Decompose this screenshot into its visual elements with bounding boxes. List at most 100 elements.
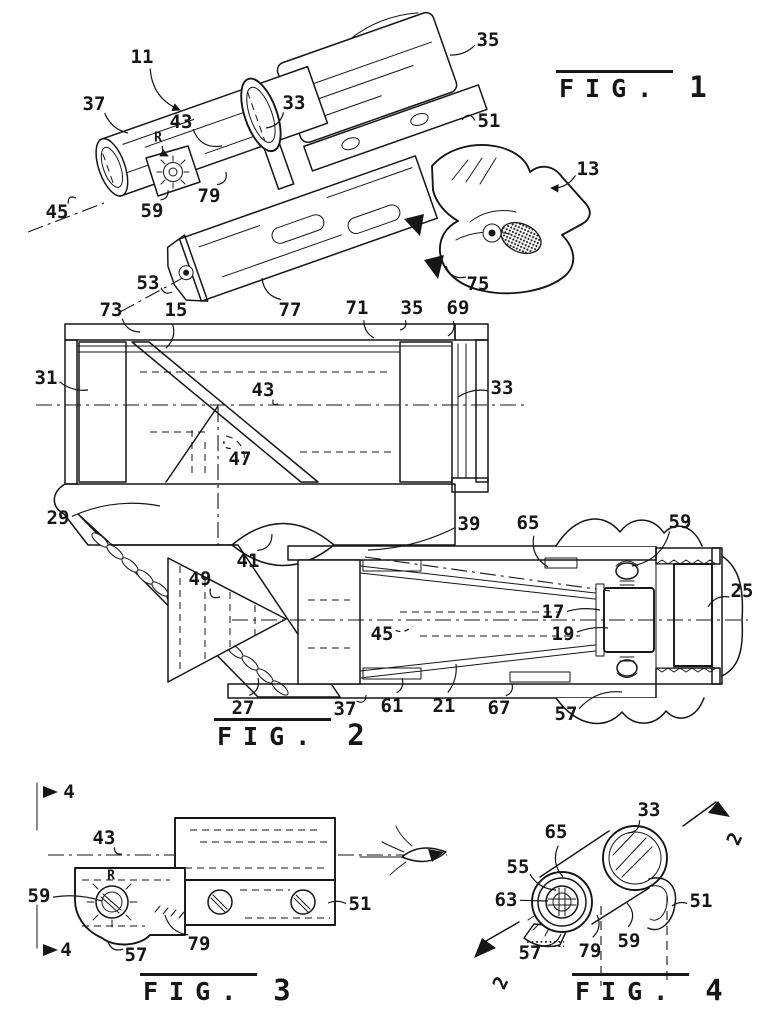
ref-label-fig3-4: 4 (60, 939, 71, 961)
ref-label-fig4-2: 2 (723, 829, 748, 849)
ref-label-fig4-57: 57 (519, 942, 542, 964)
leader-fig2-41 (257, 534, 272, 551)
leader-fig2-71 (364, 320, 374, 338)
elbow-49 (78, 514, 340, 697)
objective-circle-33 (603, 826, 667, 890)
hex-end-cap (160, 235, 208, 310)
ref-label-fig1-77: 77 (279, 299, 302, 321)
ref-label-fig1-43: 43 (170, 111, 193, 133)
section-arrow-2-top (708, 801, 730, 817)
upper-left-wall (65, 340, 77, 484)
slot-1 (270, 213, 326, 246)
ref-label-fig2-67: 67 (488, 697, 511, 719)
leader-fig1-R (162, 146, 168, 156)
fig3-upper-block (175, 818, 335, 880)
ref-label-fig4-65: 65 (545, 821, 568, 843)
ref-label-fig1-37: 37 (83, 93, 106, 115)
section-arrow-4-bottom (43, 944, 58, 956)
mirror-band-15 (132, 342, 318, 482)
angle-arc-47 (226, 436, 244, 462)
ref-label-fig2-27: 27 (232, 697, 255, 719)
upper-top-wall (65, 324, 455, 340)
ref-label-fig2-39: 39 (458, 513, 481, 535)
ref-label-fig1-33: 33 (283, 92, 306, 114)
leader-fig4-63 (520, 900, 548, 901)
fig3-caption-number: 3 (273, 973, 290, 1005)
ref-label-fig2-21: 21 (433, 695, 456, 717)
ref-label-fig1-53: 53 (137, 272, 160, 294)
ref-label-fig4-2: 2 (489, 973, 514, 993)
ref-label-fig2-19: 19 (552, 623, 575, 645)
leader-fig2-15 (166, 324, 174, 349)
leader-fig2-21 (448, 664, 456, 693)
prism-49 (168, 558, 286, 682)
fig4-caption: FIG. 4 (572, 973, 723, 1005)
fig1-caption-word: FIG. (556, 70, 673, 101)
eyepiece-ring (532, 872, 592, 932)
leader-fig2-39 (368, 528, 455, 551)
block-25 (674, 564, 712, 666)
leader-fig2-29 (72, 503, 160, 516)
ref-label-fig1-79: 79 (198, 185, 221, 207)
fig1-artwork (28, 0, 590, 321)
scope-front-tube (100, 67, 327, 197)
axis-45 (28, 203, 104, 232)
leader-fig2-73 (122, 319, 140, 333)
leader-fig2-47 (224, 441, 231, 449)
spring-strip-61-top (363, 560, 421, 571)
ref-label-fig4-55: 55 (507, 856, 530, 878)
fig3-artwork (37, 783, 447, 956)
leader-fig4-79 (593, 915, 599, 937)
leader-fig4-65 (555, 846, 563, 877)
leader-fig4-57 (542, 934, 561, 946)
ref-label-fig2-15: 15 (165, 299, 188, 321)
spring-strip-61-bottom (363, 668, 421, 679)
ref-label-fig1-11: 11 (131, 46, 154, 68)
lens-41 (232, 524, 334, 566)
ref-label-fig2-43: 43 (252, 379, 275, 401)
fig1-caption: FIG. 1 (556, 70, 707, 102)
leader-fig2-65 (533, 536, 548, 567)
ref-label-fig1-R: R (154, 131, 162, 146)
ref-label-fig1-75: 75 (467, 273, 490, 295)
ref-label-fig4-33: 33 (638, 799, 661, 821)
block-35 (400, 342, 452, 482)
fig3-screw-59 (96, 886, 128, 918)
screw-59 (616, 563, 638, 579)
housing-top-line (540, 831, 609, 877)
flange-29 (54, 484, 455, 545)
leader-fig3-59 (53, 896, 102, 901)
screw-57 (617, 660, 637, 676)
ref-label-fig3-59: 59 (28, 885, 51, 907)
leader-fig1-43 (193, 129, 222, 146)
leader-fig1-33 (266, 112, 284, 128)
fig4-caption-word: FIG. (572, 973, 689, 1004)
ref-label-fig2-57: 57 (555, 703, 578, 725)
mount-foot-57 (524, 924, 568, 946)
fig4-artwork (360, 801, 730, 986)
ref-label-fig1-45: 45 (46, 201, 69, 223)
ref-label-fig2-65: 65 (517, 512, 540, 534)
leader-fig2-45 (396, 626, 413, 632)
knurled-knob (496, 217, 546, 260)
leader-fig2-35 (400, 320, 406, 330)
leader-fig4-51 (672, 902, 687, 906)
leader-fig1-11 (150, 68, 180, 110)
leader-fig2-67 (506, 684, 513, 696)
foot-stipple (526, 939, 564, 947)
leader-fig2-33 (458, 390, 488, 397)
leader-fig2-59 (632, 532, 670, 567)
leader-fig1-59 (161, 190, 169, 200)
adjuster-clamp (146, 146, 200, 196)
fig2-caption-number: 2 (347, 718, 364, 750)
ref-label-fig1-35: 35 (477, 29, 500, 51)
ref-label-fig2-37: 37 (334, 698, 357, 720)
ref-label-fig2-61: 61 (381, 695, 404, 717)
fig4-caption-number: 4 (705, 973, 722, 1005)
lower-bottom-wall (228, 684, 656, 698)
cap-bottom-wall (656, 668, 720, 684)
leader-fig2-27 (249, 678, 258, 696)
fig3-rail-51 (185, 880, 335, 925)
